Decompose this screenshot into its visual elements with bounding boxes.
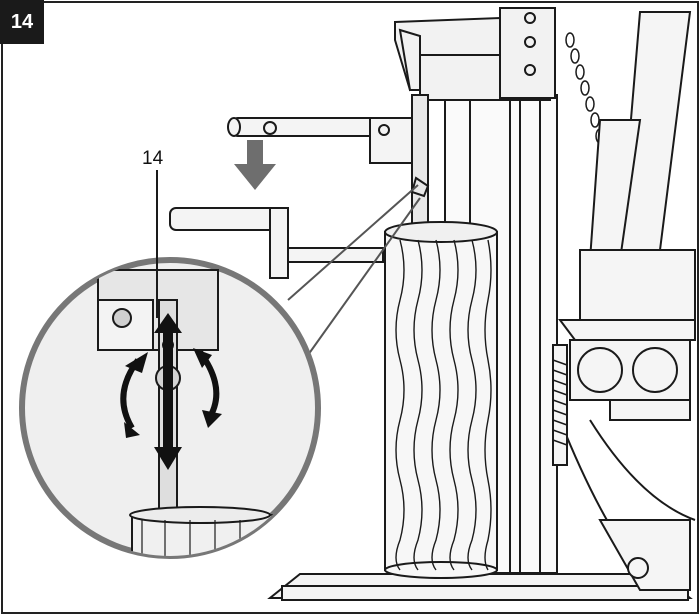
rotate-arrowheads (124, 348, 222, 438)
rear-frame (169, 207, 384, 279)
log (384, 221, 498, 579)
depth-stop-rod (410, 94, 430, 236)
downward-arrow (234, 140, 276, 190)
detail-leader-upper (287, 184, 419, 301)
spring (552, 359, 568, 446)
up-down-arrow (154, 313, 182, 470)
detail-magnifier (19, 257, 321, 559)
callout-14-label: 14 (142, 148, 164, 169)
detail-leader-lower (307, 197, 421, 356)
splitting-wedge (394, 7, 556, 101)
right-machinery (552, 11, 696, 591)
figure-number-badge: 14 (0, 0, 44, 44)
control-arm (227, 117, 416, 164)
base-plate (267, 573, 693, 601)
